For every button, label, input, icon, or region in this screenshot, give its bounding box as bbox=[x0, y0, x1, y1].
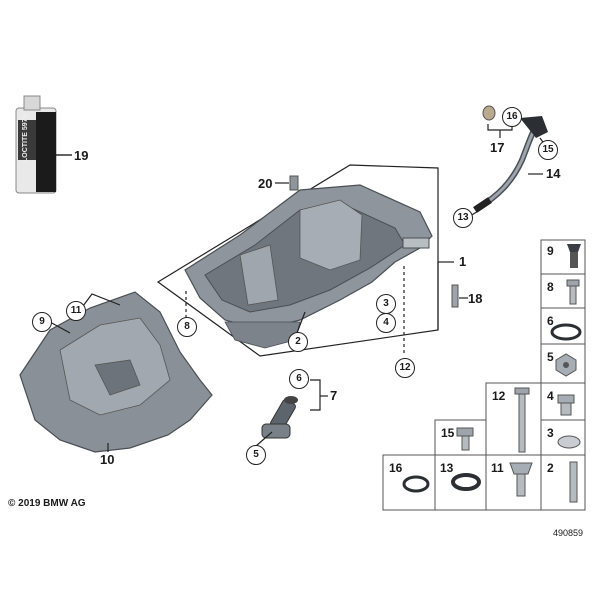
seal-13-icon bbox=[451, 473, 481, 491]
grid-num-16: 16 bbox=[389, 461, 403, 475]
grid-num-8: 8 bbox=[547, 280, 554, 294]
callout-6: 6 bbox=[289, 369, 309, 389]
parts-grid bbox=[382, 239, 586, 511]
bolt-8-icon bbox=[566, 279, 580, 305]
part-label-10: 10 bbox=[100, 452, 115, 467]
grid-num-5: 5 bbox=[547, 350, 554, 364]
callout-11: 11 bbox=[66, 301, 86, 321]
bolt-12-icon bbox=[514, 387, 530, 453]
bolt-20-icon bbox=[289, 175, 299, 191]
callout-4: 4 bbox=[376, 313, 396, 333]
bolt-18-icon bbox=[451, 284, 459, 308]
diagram-id: 490859 bbox=[553, 528, 584, 538]
oil-pan-icon bbox=[184, 184, 433, 349]
heat-shield-icon bbox=[19, 291, 213, 453]
grid-num-3: 3 bbox=[547, 426, 554, 440]
dipstick-tube-icon bbox=[473, 105, 548, 213]
part-label-20: 20 bbox=[258, 176, 273, 191]
part-label-7: 7 bbox=[330, 388, 338, 403]
callout-15: 15 bbox=[538, 140, 558, 160]
bolt-11-icon bbox=[509, 462, 533, 497]
grid-num-13: 13 bbox=[440, 461, 454, 475]
o-ring-6-icon bbox=[550, 323, 582, 341]
callout-2: 2 bbox=[288, 332, 308, 352]
callout-16: 16 bbox=[502, 107, 522, 127]
part-label-1: 1 bbox=[459, 254, 467, 269]
sealant-tube-label: LOCTITE 5970 bbox=[22, 114, 29, 162]
callout-5: 5 bbox=[246, 445, 266, 465]
grid-num-6: 6 bbox=[547, 314, 554, 328]
push-clip-icon bbox=[567, 244, 581, 268]
grid-num-15: 15 bbox=[441, 426, 455, 440]
part-label-17: 17 bbox=[490, 140, 505, 155]
callout-8: 8 bbox=[177, 317, 197, 337]
o-ring-16-icon bbox=[402, 475, 430, 493]
grid-num-4: 4 bbox=[547, 389, 554, 403]
washer-3-icon bbox=[557, 435, 581, 449]
part-label-18: 18 bbox=[468, 291, 483, 306]
nut-5-icon bbox=[555, 353, 577, 377]
grid-num-12: 12 bbox=[492, 389, 506, 403]
part-label-14: 14 bbox=[546, 166, 561, 181]
grid-num-2: 2 bbox=[547, 461, 554, 475]
oil-pan-frame bbox=[156, 164, 439, 357]
grid-num-9: 9 bbox=[547, 244, 554, 258]
part-label-19: 19 bbox=[74, 148, 89, 163]
grid-num-11: 11 bbox=[491, 461, 504, 475]
bolt-15-icon bbox=[456, 427, 474, 451]
stud-2-icon bbox=[569, 461, 578, 503]
drain-plug-4-icon bbox=[557, 394, 575, 416]
oil-level-sensor-icon bbox=[261, 396, 298, 439]
callout-3: 3 bbox=[376, 294, 396, 314]
sealant-tube-icon bbox=[15, 95, 57, 194]
callout-12: 12 bbox=[395, 358, 415, 378]
callout-13: 13 bbox=[453, 208, 473, 228]
copyright-text: © 2019 BMW AG bbox=[8, 498, 86, 509]
callout-9: 9 bbox=[32, 312, 52, 332]
